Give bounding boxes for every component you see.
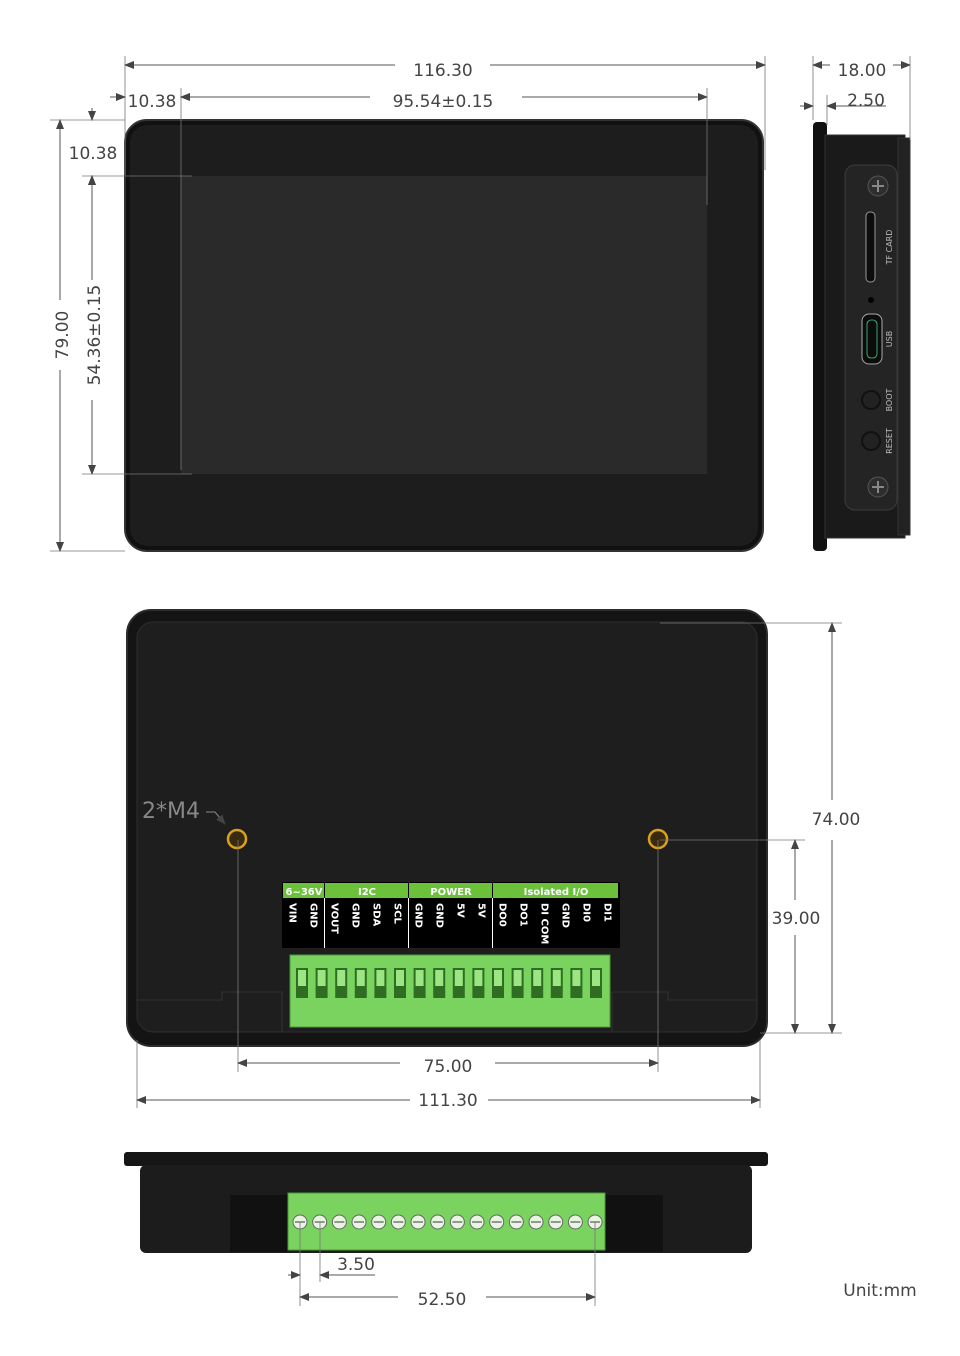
terminal-pin-label: 5V [455,903,466,918]
usb-c-port [861,313,883,365]
mount-label: 2*M4 [142,799,200,824]
terminal-group-label: I2C [358,887,376,898]
terminal-pin-label: GND [413,903,424,928]
dim-pin-pitch: 3.50 [337,1255,375,1275]
terminal-pin-label: VIN [287,903,298,923]
terminal-pin-label: SCL [392,903,403,925]
dim-bezel-depth: 2.50 [847,91,885,111]
reset-button [861,431,881,451]
side-view: TF CARD USB BOOT RESET 18.00 2.50 [800,56,911,551]
dim-hole-to-bottom: 39.00 [772,909,821,929]
dim-depth: 18.00 [838,61,887,81]
dim-bezel-left: 10.38 [128,92,177,112]
dim-bezel-top: 10.38 [69,144,118,164]
reset-label: RESET [885,428,894,454]
boot-button [861,390,881,410]
bottom-bezel [124,1152,768,1166]
terminal-pin-label: GND [434,903,445,928]
terminal-pin-label: GND [560,903,571,928]
terminal-pin-label: DI COM [539,903,550,944]
display-screen [181,176,707,474]
terminal-pin-label: DO1 [518,903,529,927]
terminal-pin-label: 5V [476,903,487,918]
dim-back-width: 111.30 [418,1091,477,1111]
terminal-group-header [283,883,324,898]
terminal-group-header [409,883,492,898]
terminal-group-label: POWER [430,887,472,898]
terminal-group-header [493,883,618,898]
terminal-pin-label: DI0 [581,903,592,922]
usb-label: USB [885,331,894,347]
dim-back-height: 74.00 [812,810,861,830]
dim-overall-height: 79.00 [53,311,73,360]
unit-label: Unit:mm [843,1281,916,1301]
terminal-pin-label: VOUT [329,903,340,934]
dim-screen-width: 95.54±0.15 [393,92,494,112]
terminal-pin-label: DO0 [497,903,508,927]
terminal-group-label: Isolated I/O [524,887,589,898]
mount-hole [226,828,248,850]
tf-card-slot [865,211,876,283]
tf-card-label: TF CARD [885,230,894,266]
terminal-pin-label: GND [308,903,319,928]
dim-overall-width: 116.30 [413,61,472,81]
dim-hole-spacing: 75.00 [424,1057,473,1077]
bottom-view: 3.50 52.50 [124,1152,768,1310]
dim-terminal-span: 52.50 [418,1290,467,1310]
back-view: 2*M4 6~36V I2C POWER Isolated I/O VIN GND VOU… [126,609,861,1111]
terminal-group-label: 6~36V [286,887,323,898]
terminal-group-header [325,883,408,898]
terminal-pin-label: DI1 [602,903,613,922]
boot-label: BOOT [885,388,894,411]
terminal-pin-label: SDA [371,903,382,927]
dim-screen-height: 54.36±0.15 [85,285,105,386]
terminal-pin-label: GND [350,903,361,928]
front-view: 116.30 10.38 95.54±0.15 10.38 79.00 54.3… [50,56,766,552]
